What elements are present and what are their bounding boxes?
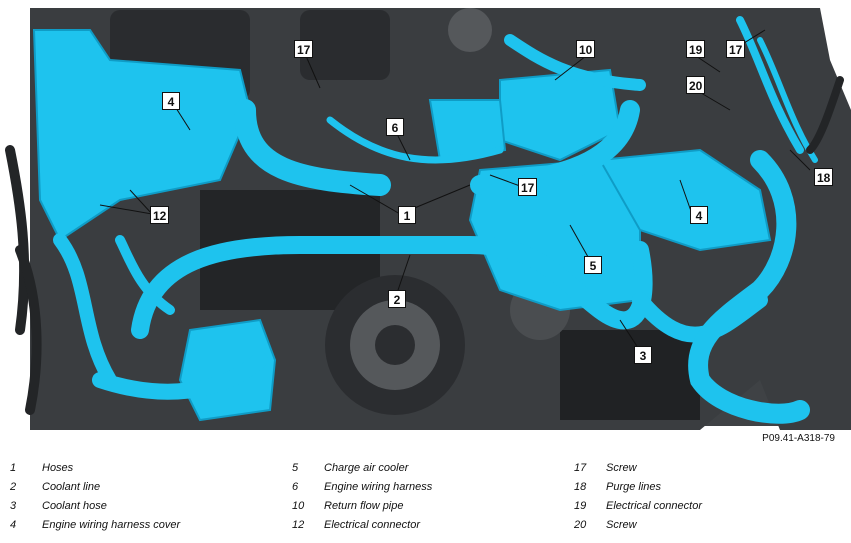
callout-3: 3 — [634, 346, 652, 364]
pump-housing — [178, 318, 277, 422]
callout-17-right: 17 — [726, 40, 746, 58]
hose-upper-right — [470, 100, 640, 195]
harness-cover-left — [32, 29, 252, 242]
callout-19: 19 — [686, 40, 706, 58]
callout-6: 6 — [386, 118, 404, 136]
hoses-group — [53, 16, 818, 424]
callout-2: 2 — [388, 290, 406, 308]
callout-20: 20 — [686, 76, 706, 94]
hose-right-loop — [688, 150, 810, 424]
callout-17-center: 17 — [518, 178, 538, 196]
engine-drawing — [5, 8, 851, 430]
purge-lines — [736, 16, 804, 154]
figure-code: P09.41-A318-79 — [762, 433, 835, 444]
callout-17-top: 17 — [294, 40, 314, 58]
return-flow-pipe — [504, 34, 646, 91]
callout-1: 1 — [398, 206, 416, 224]
callout-5: 5 — [584, 256, 602, 274]
callout-10: 10 — [576, 40, 596, 58]
coolant-line — [131, 236, 653, 339]
oil-pan — [560, 330, 700, 420]
engine-wiring-harness — [326, 116, 504, 164]
callout-4-right: 4 — [690, 206, 708, 224]
callout-12: 12 — [150, 206, 170, 224]
callout-18: 18 — [814, 168, 834, 186]
callout-4-left: 4 — [162, 92, 180, 110]
engine-illustration: 17 10 19 17 20 4 6 18 17 1 12 4 5 2 3 — [5, 8, 851, 430]
hose-upper-left — [234, 99, 391, 196]
